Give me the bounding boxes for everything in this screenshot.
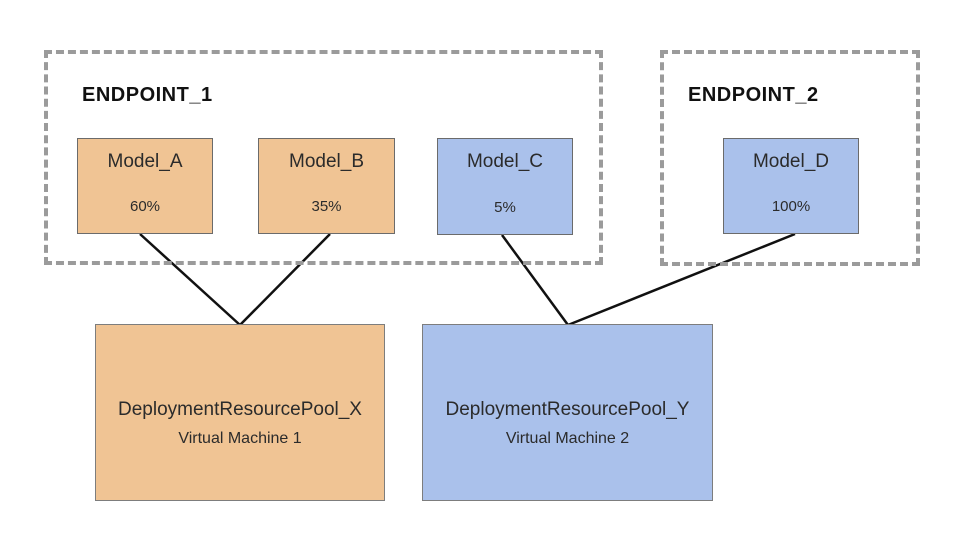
model-c-name: Model_C (466, 151, 544, 172)
model-b-box: Model_B 35% (258, 138, 395, 234)
pool-x-name: DeploymentResourcePool_X (118, 399, 362, 420)
endpoint-1-label: ENDPOINT_1 (82, 84, 213, 106)
connector-model-d-to-pool-y (567, 232, 796, 327)
model-d-name: Model_D (752, 151, 830, 172)
model-c-box: Model_C 5% (437, 138, 573, 235)
endpoint-2-container (660, 50, 920, 266)
model-d-box: Model_D 100% (723, 138, 859, 234)
model-c-traffic-split: 5% (494, 199, 516, 216)
connector-model-b-to-pool-x (239, 233, 331, 326)
model-b-name: Model_B (289, 151, 364, 172)
model-a-name: Model_A (107, 151, 183, 172)
endpoint-2-label: ENDPOINT_2 (688, 84, 819, 106)
deployment-resource-pool-x-box: DeploymentResourcePool_X Virtual Machine… (95, 324, 385, 501)
deployment-resource-pool-y-box: DeploymentResourcePool_Y Virtual Machine… (422, 324, 713, 501)
pool-x-machine: Virtual Machine 1 (178, 430, 302, 447)
pool-y-machine: Virtual Machine 2 (505, 430, 630, 447)
pool-y-name: DeploymentResourcePool_Y (445, 399, 690, 420)
model-d-traffic-split: 100% (771, 198, 811, 215)
connector-model-a-to-pool-x (139, 233, 241, 326)
connector-model-c-to-pool-y (500, 234, 570, 326)
model-b-traffic-split: 35% (311, 198, 342, 215)
model-a-box: Model_A 60% (77, 138, 213, 234)
model-a-traffic-split: 60% (129, 198, 161, 215)
endpoint-1-container (44, 50, 603, 265)
